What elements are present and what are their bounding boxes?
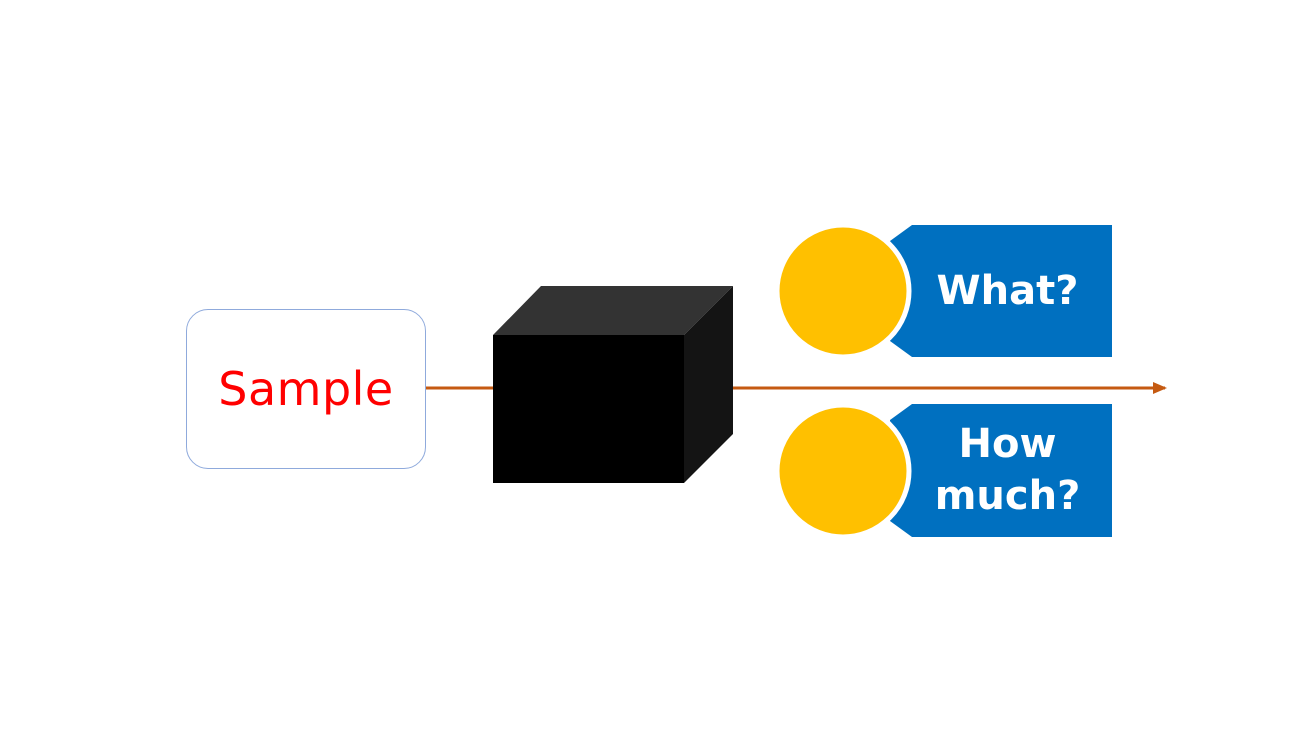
how-much-tag-shape <box>890 404 1112 537</box>
how-much-label: How much? <box>905 404 1110 536</box>
what-label-text: What? <box>936 268 1079 314</box>
what-tag <box>774 222 1112 360</box>
how-much-label-line1: How <box>958 421 1057 467</box>
what-tag-shape <box>890 225 1112 357</box>
how-much-label-line2: much? <box>934 473 1081 519</box>
what-label: What? <box>905 225 1110 357</box>
yellow-circle-icon <box>774 222 912 360</box>
black-box-front <box>493 335 684 483</box>
sample-box: Sample <box>186 309 426 469</box>
black-box-top <box>493 286 733 335</box>
black-box-icon <box>493 286 733 483</box>
how-much-tag <box>774 402 1112 540</box>
black-box-side <box>684 286 733 483</box>
sample-label: Sample <box>218 362 394 416</box>
yellow-circle-icon <box>774 402 912 540</box>
